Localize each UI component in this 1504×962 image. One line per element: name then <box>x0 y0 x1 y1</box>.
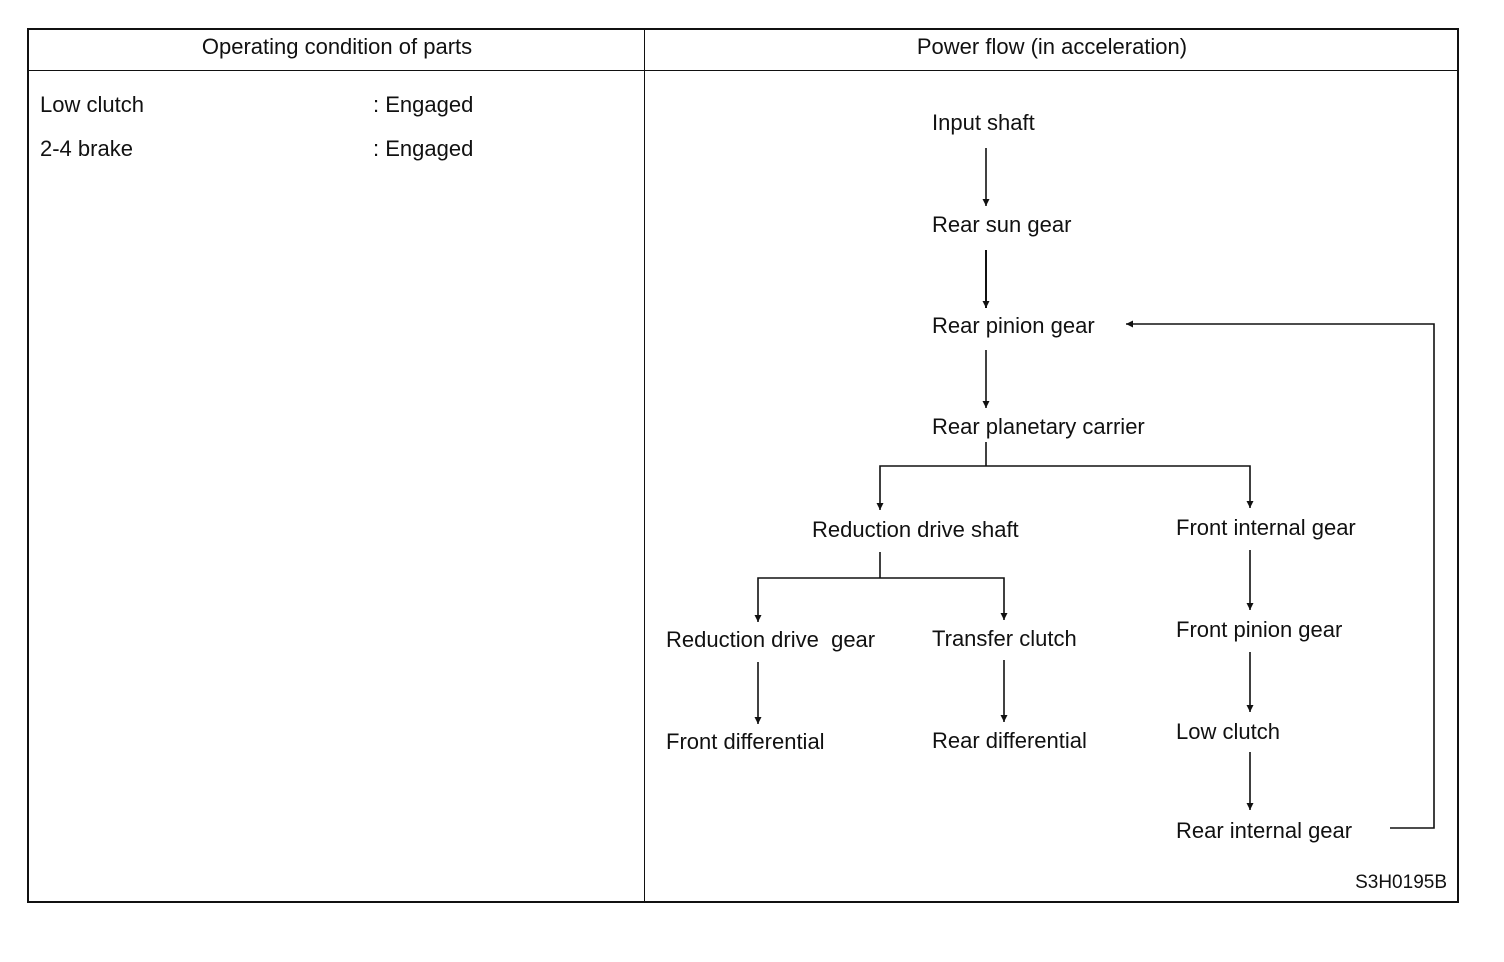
node-transfer-clutch: Transfer clutch <box>932 626 1077 651</box>
figure-code: S3H0195B <box>1355 872 1447 893</box>
node-rear-differential: Rear differential <box>932 728 1087 753</box>
feedback-rear-internal-to-rear-pinion <box>1126 320 1435 829</box>
node-input-shaft: Input shaft <box>932 110 1035 135</box>
node-front-internal-gear: Front internal gear <box>1176 515 1356 540</box>
header-power-flow: Power flow (in acceleration) <box>916 34 1188 59</box>
table-frame <box>27 28 1459 903</box>
node-rear-planetary-carrier: Rear planetary carrier <box>932 414 1145 439</box>
branch-shaft-to-drive-gear <box>754 577 880 622</box>
header-divider <box>28 70 1458 71</box>
node-front-pinion-gear: Front pinion gear <box>1176 617 1343 642</box>
node-reduction-drive-gear: Reduction drive gear <box>666 627 876 652</box>
node-rear-internal-gear: Rear internal gear <box>1176 818 1353 843</box>
header-operating-condition: Operating condition of parts <box>201 34 473 59</box>
node-rear-sun-gear: Rear sun gear <box>932 212 1072 237</box>
branch-carrier-to-front-internal <box>986 465 1254 508</box>
condition-part-2-4-brake: 2-4 brake <box>40 136 133 161</box>
branch-carrier-to-reduction-shaft <box>876 465 986 510</box>
column-divider <box>644 29 645 902</box>
node-low-clutch: Low clutch <box>1176 719 1280 744</box>
condition-state-2-4-brake: : Engaged <box>373 136 474 161</box>
node-front-differential: Front differential <box>666 729 825 754</box>
node-rear-pinion-gear: Rear pinion gear <box>932 313 1095 338</box>
node-reduction-drive-shaft: Reduction drive shaft <box>812 517 1019 542</box>
branch-shaft-to-transfer-clutch <box>880 577 1008 620</box>
condition-part-low-clutch: Low clutch <box>40 92 144 117</box>
condition-state-low-clutch: : Engaged <box>373 92 474 117</box>
